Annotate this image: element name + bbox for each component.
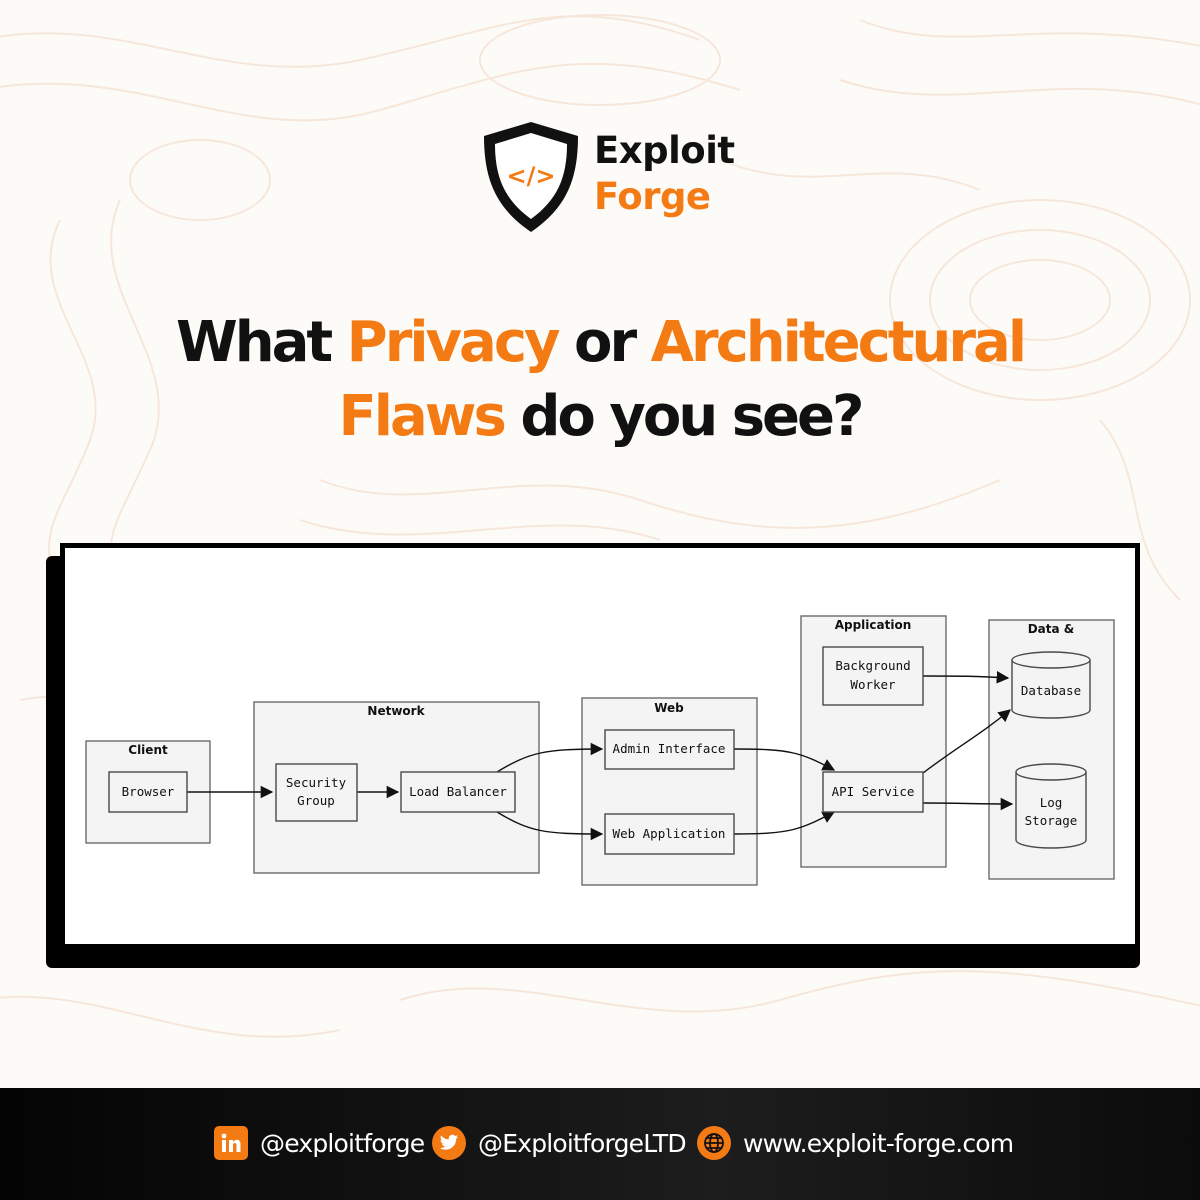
twitter-link[interactable]: @ExploitforgeLTD bbox=[432, 1126, 687, 1160]
shield-code-icon: </> bbox=[484, 122, 578, 232]
twitter-handle: @ExploitforgeLTD bbox=[478, 1128, 687, 1158]
footer-bar: @exploitforge @ExploitforgeLTD www.explo… bbox=[0, 1088, 1200, 1200]
topographic-background bbox=[0, 14, 1200, 1038]
linkedin-link[interactable]: @exploitforge bbox=[214, 1126, 425, 1160]
headline-accent-word: Privacy bbox=[346, 310, 561, 375]
headline-accent-word: Architectural bbox=[650, 310, 1027, 375]
headline-word: What bbox=[175, 310, 333, 375]
website-link[interactable]: www.exploit-forge.com bbox=[697, 1126, 1014, 1160]
headline-word: do you see? bbox=[520, 384, 864, 449]
website-url: www.exploit-forge.com bbox=[743, 1128, 1014, 1158]
exploit-forge-logo: </> Exploit Forge bbox=[478, 118, 738, 238]
twitter-icon bbox=[432, 1126, 466, 1160]
globe-icon bbox=[697, 1126, 731, 1160]
headline: What Privacy or Architectural Flaws do y… bbox=[0, 306, 1200, 454]
linkedin-icon bbox=[214, 1126, 248, 1160]
diagram-card bbox=[60, 543, 1140, 949]
headline-accent-word: Flaws bbox=[338, 384, 507, 449]
linkedin-handle: @exploitforge bbox=[260, 1128, 425, 1158]
code-symbol: </> bbox=[507, 162, 556, 190]
brand-name-line1: Exploit bbox=[594, 129, 735, 172]
brand-name-line2: Forge bbox=[594, 175, 711, 218]
headline-word: or bbox=[574, 310, 637, 375]
